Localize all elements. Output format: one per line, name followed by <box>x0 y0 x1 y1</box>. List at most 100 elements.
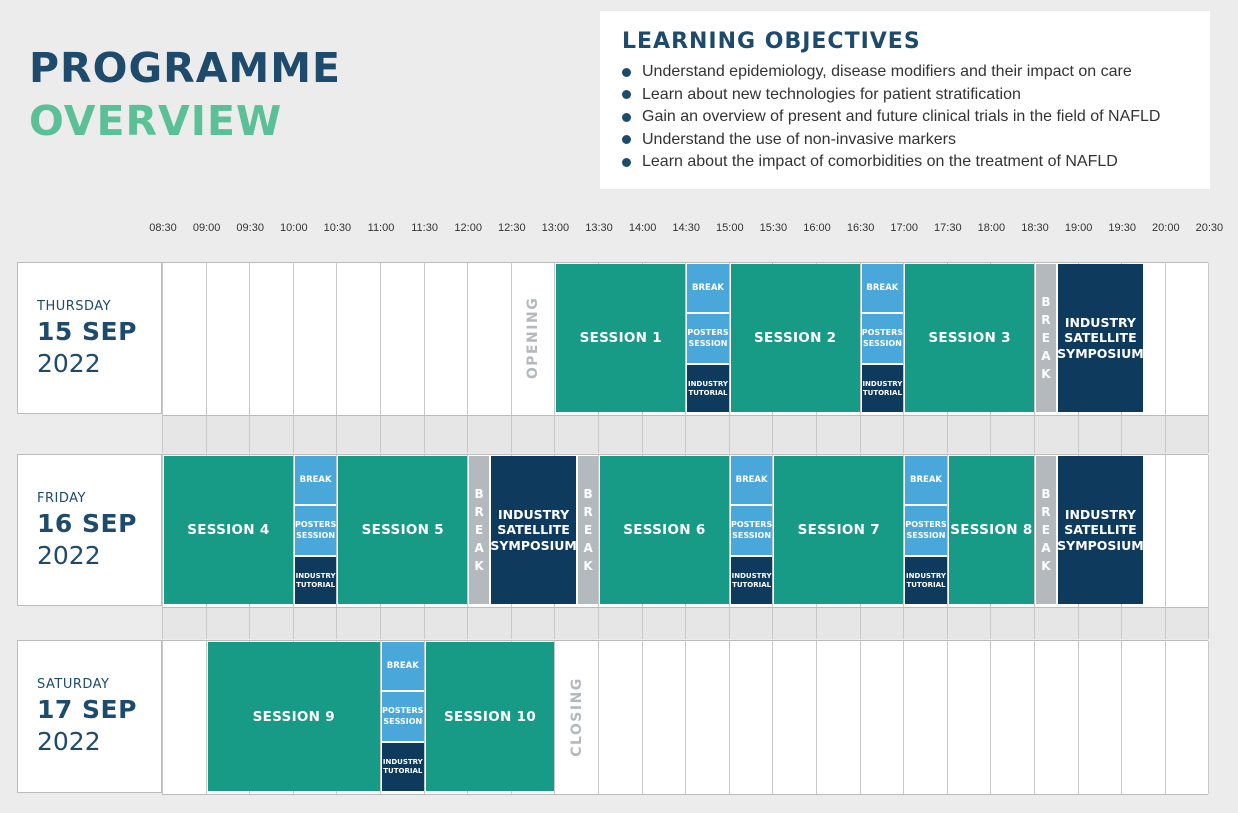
grid-line <box>903 641 905 794</box>
grid-line <box>903 607 905 639</box>
grid-line <box>467 415 469 453</box>
closing-label: CLOSING <box>556 642 598 791</box>
time-tick-label: 11:00 <box>367 222 395 234</box>
objectives-list: Understand epidemiology, disease modifie… <box>622 61 1160 174</box>
grid-line <box>685 607 687 639</box>
day-name: FRIDAY <box>37 491 86 506</box>
grid-line <box>772 641 774 794</box>
posters-session-block: POSTERS SESSION <box>382 692 424 741</box>
grid-line <box>467 263 469 415</box>
industry-symposium-block: INDUSTRY SATELLITE SYMPOSIUM <box>490 456 577 604</box>
grid-line <box>859 415 861 453</box>
industry-symposium-block: INDUSTRY SATELLITE SYMPOSIUM <box>1057 264 1144 412</box>
grid-line <box>423 641 425 794</box>
time-tick-label: 18:00 <box>977 222 1006 234</box>
objective-item: Learn about the impact of comorbidities … <box>622 151 1160 174</box>
grid-line <box>205 641 207 794</box>
grid-line <box>903 455 905 607</box>
grid-line <box>1034 607 1035 639</box>
grid-line <box>336 263 338 415</box>
grid-line <box>946 607 948 639</box>
grid-line <box>380 641 381 794</box>
grid-line <box>1121 415 1123 453</box>
time-tick-label: 10:30 <box>323 222 352 234</box>
objective-item: Gain an overview of present and future c… <box>622 106 1160 129</box>
time-tick-label: 10:00 <box>280 222 308 234</box>
grid-line <box>467 607 469 639</box>
time-tick-label: 20:30 <box>1195 222 1224 234</box>
grid-line <box>1164 607 1166 639</box>
break-block: BREAK <box>861 264 904 312</box>
break-block: BREAK <box>905 456 947 504</box>
grid-line <box>641 607 643 639</box>
time-tick-label: 20:00 <box>1152 222 1180 234</box>
session-block: SESSION 2 <box>730 264 860 412</box>
break-block: BREAK <box>382 642 424 690</box>
grid-line <box>728 607 730 639</box>
grid-line <box>1121 641 1123 794</box>
grid-line <box>162 263 163 415</box>
grid-line <box>336 415 338 453</box>
grid-line <box>728 641 730 794</box>
grid-line <box>292 455 294 607</box>
posters-session-block: POSTERS SESSION <box>730 506 773 555</box>
time-tick-label: 19:30 <box>1108 222 1136 234</box>
time-tick-label: 13:00 <box>541 222 570 234</box>
day-year: 2022 <box>37 541 101 570</box>
grid-line <box>423 263 425 415</box>
grid-line <box>859 641 861 794</box>
break-block: BREAK <box>1036 264 1056 412</box>
grid-line <box>1208 455 1210 607</box>
break-block: BREAK <box>687 264 729 312</box>
posters-session-block: POSTERS SESSION <box>905 506 947 555</box>
grid-line <box>1034 415 1035 453</box>
grid-line <box>598 607 599 639</box>
grid-line <box>423 607 425 639</box>
grid-line <box>1164 263 1166 415</box>
grid-line <box>772 415 774 453</box>
day-year: 2022 <box>37 727 101 756</box>
time-tick-label: 13:30 <box>585 222 613 234</box>
session-block: SESSION 10 <box>425 642 555 791</box>
grid-line <box>685 263 687 415</box>
grid-line <box>249 415 251 453</box>
bullet-icon <box>622 135 631 145</box>
time-tick-label: 16:30 <box>846 222 875 234</box>
grid-line <box>903 263 905 415</box>
time-tick-label: 09:00 <box>192 222 221 234</box>
industry-tutorial-block: INDUSTRY TUTORIAL <box>382 743 424 791</box>
break-block: BREAK <box>578 456 598 604</box>
grid-line <box>249 607 251 639</box>
grid-line <box>685 641 687 794</box>
grid-line <box>598 455 599 607</box>
grid-line <box>816 641 817 794</box>
grid-line <box>1034 455 1035 607</box>
time-tick-label: 11:30 <box>411 222 438 234</box>
session-block: SESSION 3 <box>905 264 1034 412</box>
grid-line <box>772 607 774 639</box>
grid-line <box>510 415 512 453</box>
day-date: 15 SEP <box>37 317 137 346</box>
posters-session-block: POSTERS SESSION <box>687 314 729 363</box>
session-block: SESSION 6 <box>600 456 729 604</box>
grid-line <box>728 415 730 453</box>
time-tick-label: 16:00 <box>803 222 831 234</box>
time-tick-label: 08:30 <box>149 222 177 234</box>
page-subtitle: OVERVIEW <box>29 97 283 145</box>
bullet-icon <box>622 67 631 77</box>
grid-line <box>946 641 948 794</box>
vertical-text: OPENING <box>525 296 542 380</box>
grid-line <box>598 415 599 453</box>
grid-line <box>205 415 207 453</box>
break-block: BREAK <box>294 456 337 504</box>
posters-session-block: POSTERS SESSION <box>294 506 337 555</box>
grid-line <box>510 263 512 415</box>
grid-line <box>1208 607 1210 639</box>
opening-label: OPENING <box>513 264 555 412</box>
grid-line <box>249 263 251 415</box>
grid-line <box>380 415 381 453</box>
industry-tutorial-block: INDUSTRY TUTORIAL <box>730 557 773 604</box>
objective-item: Understand epidemiology, disease modifie… <box>622 61 1160 84</box>
